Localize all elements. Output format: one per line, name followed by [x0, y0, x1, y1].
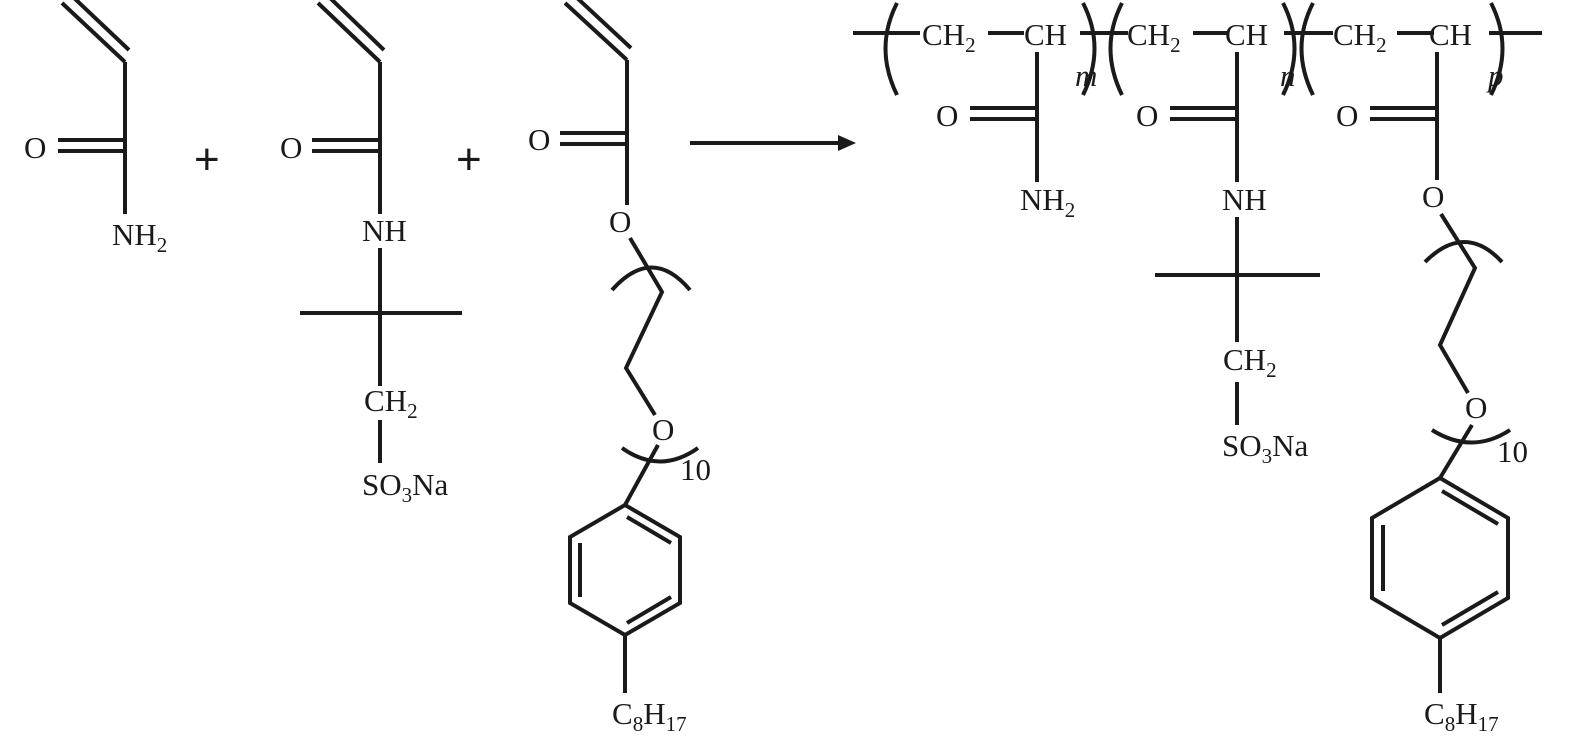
subscript-n: n	[1280, 58, 1296, 93]
octyl-label: C8H17	[1424, 696, 1499, 736]
ch-label: CH	[1024, 17, 1067, 52]
ester-oxygen-label: O	[1422, 179, 1444, 214]
ch2-label: CH2	[364, 383, 418, 423]
repeat-count-label: 10	[1497, 434, 1528, 469]
acrylamide-structure: O NH2	[24, 0, 167, 257]
ch-label: CH	[1225, 17, 1268, 52]
amine-label: NH2	[1020, 182, 1075, 222]
benzene-ring	[1370, 475, 1510, 641]
ch-label: CH	[1429, 17, 1472, 52]
ch2-label: CH2	[1223, 342, 1277, 382]
carbonyl-oxygen-label: O	[1136, 98, 1158, 133]
nh-label: NH	[362, 213, 407, 248]
carbonyl-oxygen-label: O	[24, 130, 46, 165]
copolymer-structure: CH2 CH CH2 CH CH2 CH m n p O NH2 O NH CH…	[853, 2, 1542, 736]
ester-oxygen-label: O	[609, 204, 631, 239]
ether-oxygen-label: O	[652, 412, 674, 447]
reaction-arrow	[690, 135, 856, 151]
plus-sign-2: +	[456, 135, 482, 184]
ch2-label: CH2	[1127, 17, 1181, 57]
so3na-label: SO3Na	[1222, 428, 1309, 468]
ch2-label: CH2	[1333, 17, 1387, 57]
octyl-label: C8H17	[612, 696, 687, 736]
repeat-count-label: 10	[680, 452, 711, 487]
ether-oxygen-label: O	[1465, 390, 1487, 425]
ch2-label: CH2	[922, 17, 976, 57]
carbonyl-oxygen-label: O	[1336, 98, 1358, 133]
benzene-ring	[568, 502, 682, 638]
carbonyl-oxygen-label: O	[528, 122, 550, 157]
subscript-p: p	[1486, 58, 1504, 93]
nh-label: NH	[1222, 182, 1267, 217]
so3na-label: SO3Na	[362, 467, 449, 507]
amine-label: NH2	[112, 217, 167, 257]
carbonyl-oxygen-label: O	[280, 130, 302, 165]
plus-sign-1: +	[194, 135, 220, 184]
amps-structure: O NH CH2 SO3Na	[280, 0, 462, 507]
subscript-m: m	[1075, 58, 1097, 93]
carbonyl-oxygen-label: O	[936, 98, 958, 133]
acrylate-structure: O O O 10 C8H17	[528, 0, 711, 736]
